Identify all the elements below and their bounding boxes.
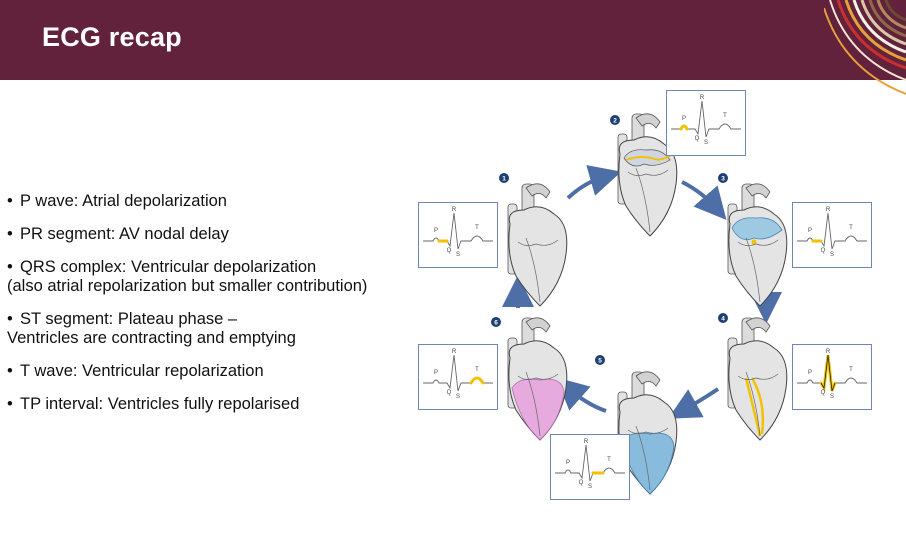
cycle-arrow-2-3 (681, 180, 727, 221)
ecg-label-p: P (434, 228, 438, 234)
ecg-label-r: R (700, 95, 705, 101)
ecg-label-r: R (826, 207, 831, 213)
heart-step-3 (727, 183, 788, 307)
ecg-label-r: R (452, 207, 457, 213)
ecg-label-t: T (849, 225, 853, 231)
ecg-label-s: S (456, 252, 460, 258)
ecg-label-q: Q (695, 136, 700, 142)
bullet-qrs-complex: •QRS complex: Ventricular depolarization… (7, 258, 368, 295)
heart-step-2 (617, 113, 678, 237)
ecg-trace (555, 444, 625, 482)
ecg-label-q: Q (821, 390, 826, 396)
ecg-label-t: T (849, 367, 853, 373)
ecg-highlight-segment (679, 124, 689, 131)
ecg-label-q: Q (447, 390, 452, 396)
step-badge-5 (595, 355, 605, 365)
ecg-label-p: P (434, 370, 438, 376)
step-badge-6 (491, 317, 501, 327)
bullet-t-wave: •T wave: Ventricular repolarization (7, 362, 264, 380)
brand-swirl-logo-icon (824, 0, 906, 95)
step-number-5: 5 (598, 357, 602, 364)
ecg-label-s: S (830, 394, 834, 400)
ecg-label-s: S (704, 140, 708, 146)
ecg-label-p: P (808, 228, 812, 234)
ecg-trace (423, 212, 493, 250)
ecg-highlight-outline (820, 354, 836, 392)
cycle-arrow-4-5 (668, 387, 720, 419)
ecg-label-p: P (566, 460, 570, 466)
ecg-highlight-segment (469, 376, 485, 385)
ecg-label-p: P (682, 116, 686, 122)
ecg-trace (797, 212, 867, 250)
step-badge-2 (610, 115, 620, 125)
step-number-4: 4 (721, 315, 725, 322)
cycle-arrow-1-2 (566, 165, 622, 200)
title-bar: ECG recap (0, 0, 906, 95)
ecg-highlight-segment (819, 354, 837, 393)
bullet-pr-segment: •PR segment: AV nodal delay (7, 225, 229, 243)
cycle-arrow-5-6 (556, 377, 607, 413)
ecg-label-r: R (826, 349, 831, 355)
step-number-1: 1 (502, 175, 506, 182)
ecg-label-q: Q (447, 248, 452, 254)
ecg-label-t: T (475, 225, 479, 231)
step-badge-4 (718, 313, 728, 323)
step-number-2: 2 (613, 117, 617, 124)
bullet-p-wave: •P wave: Atrial depolarization (7, 192, 227, 210)
heart-step-4 (727, 317, 788, 441)
ecg-label-t: T (723, 113, 727, 119)
ecg-label-q: Q (821, 248, 826, 254)
bullet-list: •P wave: Atrial depolarization •PR segme… (7, 192, 407, 428)
ecg-label-r: R (584, 439, 589, 445)
ecg-label-s: S (456, 394, 460, 400)
ecg-label-s: S (830, 252, 834, 258)
ecg-label-r: R (452, 349, 457, 355)
bullet-tp-interval: •TP interval: Ventricles fully repolaris… (7, 395, 300, 413)
step-number-6: 6 (494, 319, 498, 326)
heart-step-1 (507, 183, 568, 307)
step-number-3: 3 (721, 175, 725, 182)
page-title: ECG recap (42, 22, 182, 52)
ecg-label-s: S (588, 484, 592, 490)
ecg-label-q: Q (579, 480, 584, 486)
ecg-label-p: P (808, 370, 812, 376)
heart-cycle-svg: 1 2 3 4 5 6 (491, 113, 788, 495)
step-badge-3 (718, 173, 728, 183)
heart-step-5 (617, 371, 678, 495)
step-badge-1 (499, 173, 509, 183)
bullet-st-segment: •ST segment: Plateau phase – Ventricles … (7, 310, 296, 347)
ecg-label-t: T (475, 367, 479, 373)
heart-step-6 (507, 317, 568, 441)
ecg-label-t: T (607, 457, 611, 463)
